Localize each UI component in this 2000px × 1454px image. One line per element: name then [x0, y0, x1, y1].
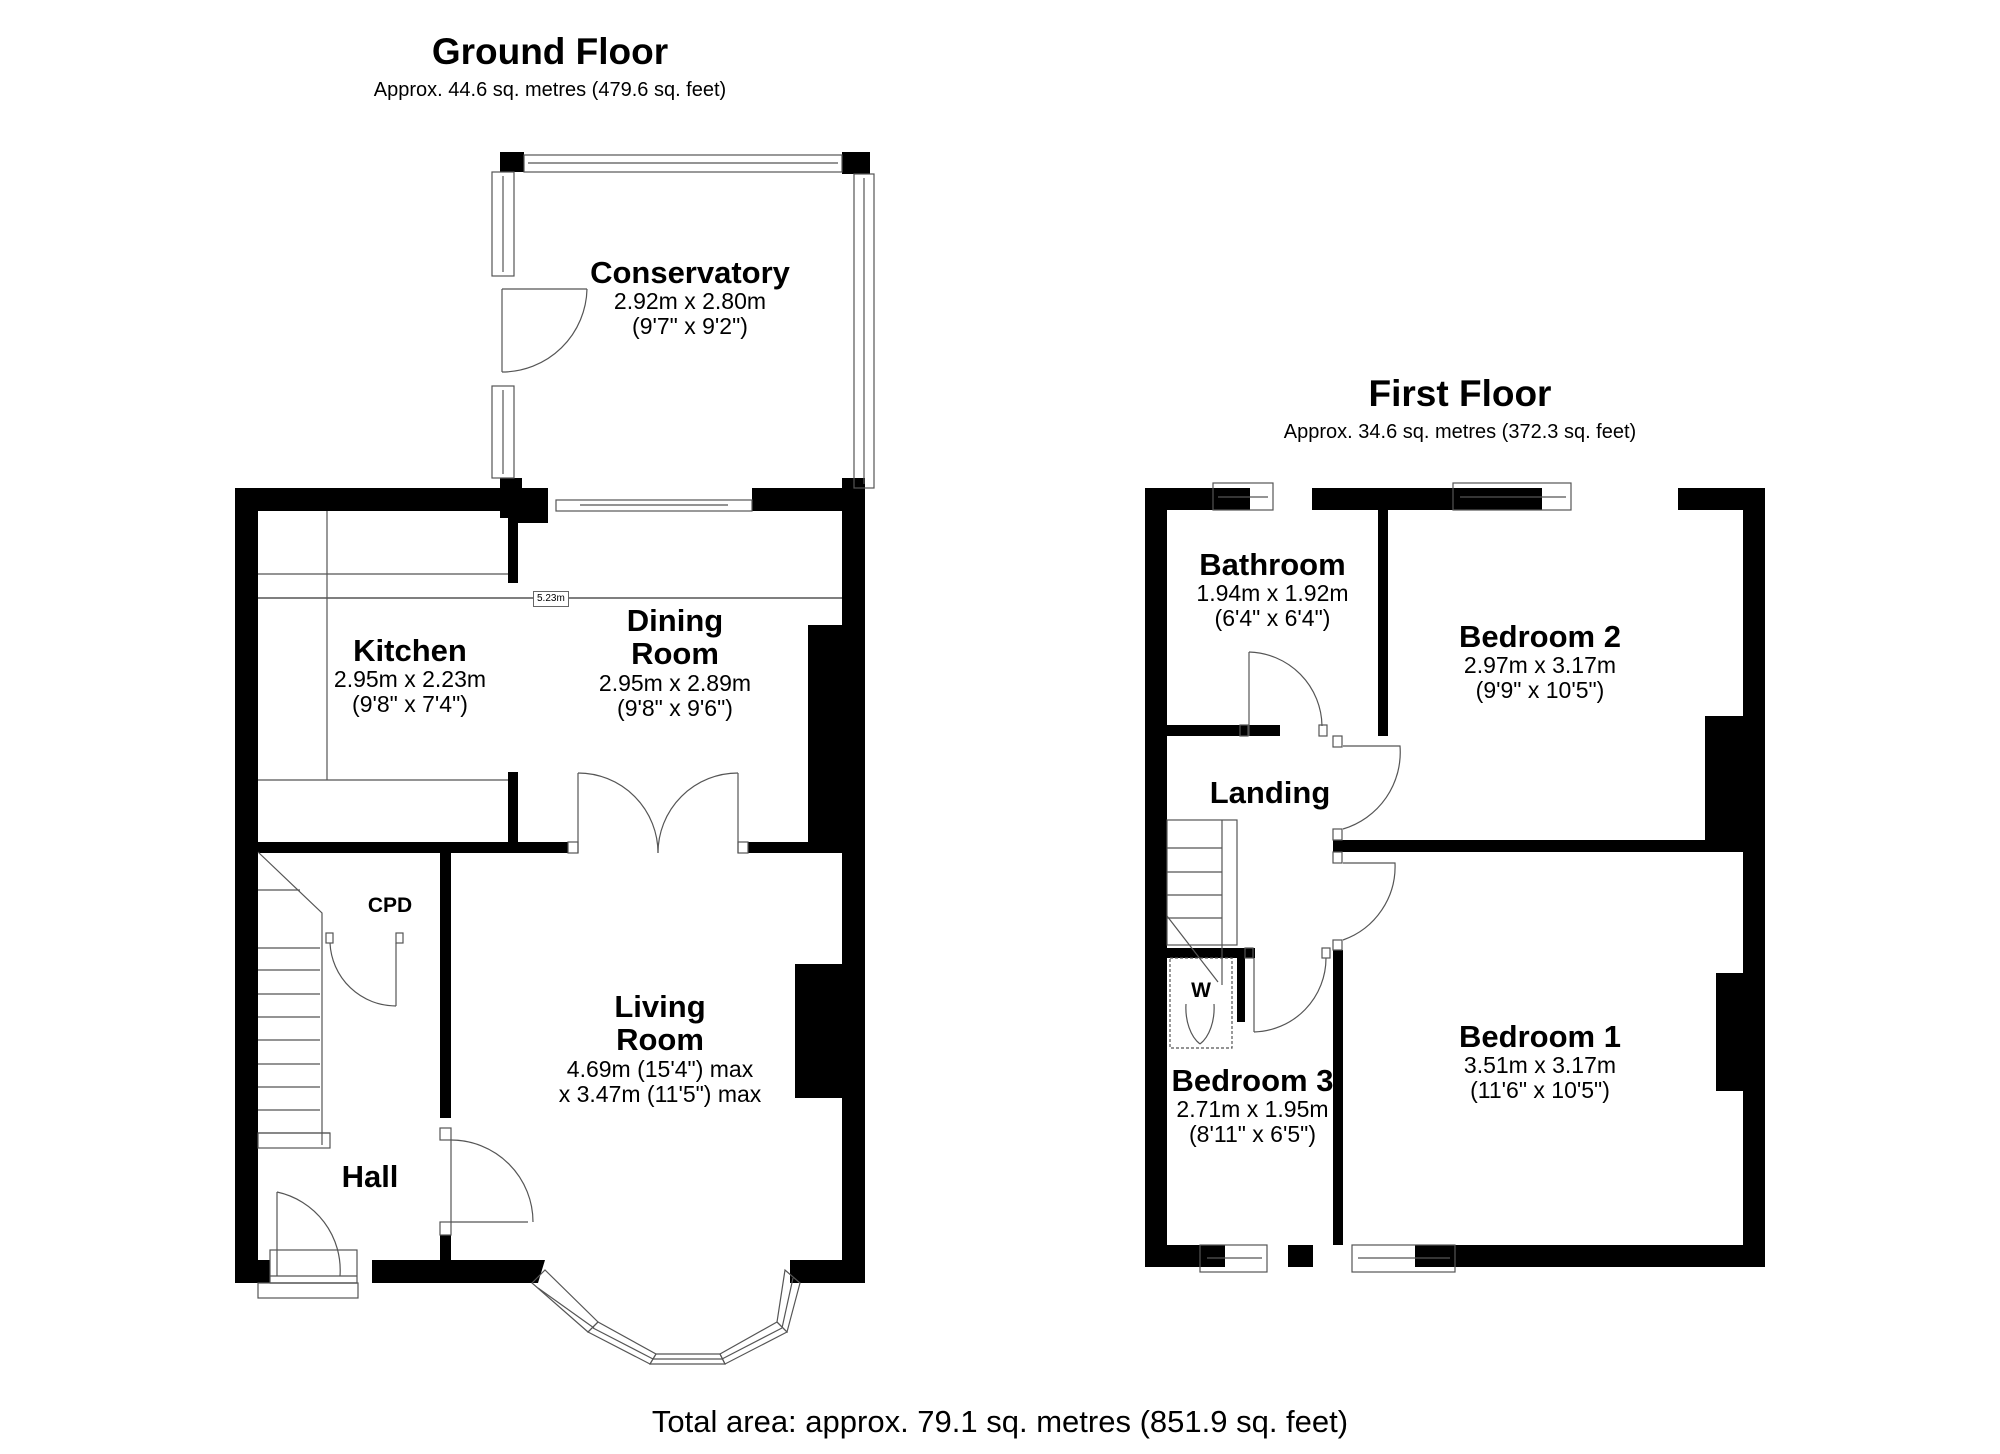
room-dim-metric: 2.92m x 2.80m [613, 288, 767, 315]
room-dim-metric: 1.94m x 1.92m [1196, 580, 1349, 607]
room-name: Bedroom 3 [1171, 1063, 1334, 1098]
room-dim-imperial: (9'9" x 10'5") [1475, 677, 1605, 704]
first-floor-walls [1145, 488, 1765, 1267]
room-dim-imperial: (8'11" x 6'5") [1189, 1121, 1316, 1148]
room-dim-metric: 2.95m x 2.89m [598, 669, 752, 696]
room-name-line2: Room [631, 636, 719, 672]
room-dim-imperial: (9'8" x 9'6") [617, 694, 733, 721]
room-dim-imperial: (6'4" x 6'4") [1214, 605, 1331, 632]
room-bathroom: Bathroom 1.94m x 1.92m (6'4" x 6'4") [1170, 548, 1375, 631]
room-dim-line2: x 3.47m (11'5") max [558, 1080, 762, 1107]
room-dim-imperial: (9'7" x 9'2") [632, 313, 748, 340]
room-name: Bedroom 1 [1459, 1019, 1621, 1054]
wardrobe-label: W [1191, 979, 1211, 1002]
room-dim-metric: 2.97m x 3.17m [1463, 652, 1617, 679]
room-living-room: Living Room 4.69m (15'4") max x 3.47m (1… [510, 990, 810, 1107]
first-floor-fixtures [1166, 482, 1572, 1273]
room-name: Bedroom 2 [1459, 619, 1621, 654]
room-cpd: CPD [367, 894, 413, 917]
room-name: Kitchen [353, 633, 467, 668]
ground-floor-fixtures [257, 154, 875, 1365]
ground-floor-walls [235, 152, 870, 1283]
room-dim-metric: 2.95m x 2.23m [333, 666, 487, 693]
room-name: Bathroom [1199, 547, 1346, 582]
room-name-line1: Living [614, 989, 706, 1024]
room-dining-room: Dining Room 2.95m x 2.89m (9'8" x 9'6") [545, 604, 805, 721]
ground-floor-area: Approx. 44.6 sq. metres (479.6 sq. feet) [373, 79, 727, 101]
room-conservatory: Conservatory 2.92m x 2.80m (9'7" x 9'2") [560, 256, 820, 339]
room-name: Hall [341, 1159, 399, 1194]
room-dim-metric: 2.71m x 1.95m [1176, 1096, 1329, 1123]
ground-floor-title: Ground Floor [431, 31, 669, 72]
room-bedroom-3: Bedroom 3 2.71m x 1.95m (8'11" x 6'5") [1170, 1064, 1335, 1147]
room-bedroom-1: Bedroom 1 3.51m x 3.17m (11'6" x 10'5") [1420, 1020, 1660, 1103]
room-dim-metric: 3.51m x 3.17m [1463, 1052, 1617, 1079]
room-landing: Landing [1180, 775, 1360, 810]
first-floor-area: Approx. 34.6 sq. metres (372.3 sq. feet) [1283, 421, 1637, 443]
room-name: Landing [1209, 775, 1331, 810]
dimension-label: 5.23m [533, 591, 569, 607]
room-name-line1: Dining [626, 603, 724, 638]
room-dim-line1: 4.69m (15'4") max [566, 1055, 754, 1082]
room-dim-imperial: (9'8" x 7'4") [352, 691, 468, 718]
total-area: Total area: approx. 79.1 sq. metres (851… [651, 1404, 1349, 1439]
room-dim-imperial: (11'6" x 10'5") [1470, 1077, 1610, 1104]
room-name-line2: Room [616, 1022, 704, 1058]
first-floor-title: First Floor [1368, 373, 1552, 414]
room-hall: Hall [320, 1159, 420, 1194]
room-bedroom-2: Bedroom 2 2.97m x 3.17m (9'9" x 10'5") [1420, 620, 1660, 703]
room-kitchen: Kitchen 2.95m x 2.23m (9'8" x 7'4") [295, 634, 525, 717]
room-name: Conservatory [590, 255, 790, 290]
